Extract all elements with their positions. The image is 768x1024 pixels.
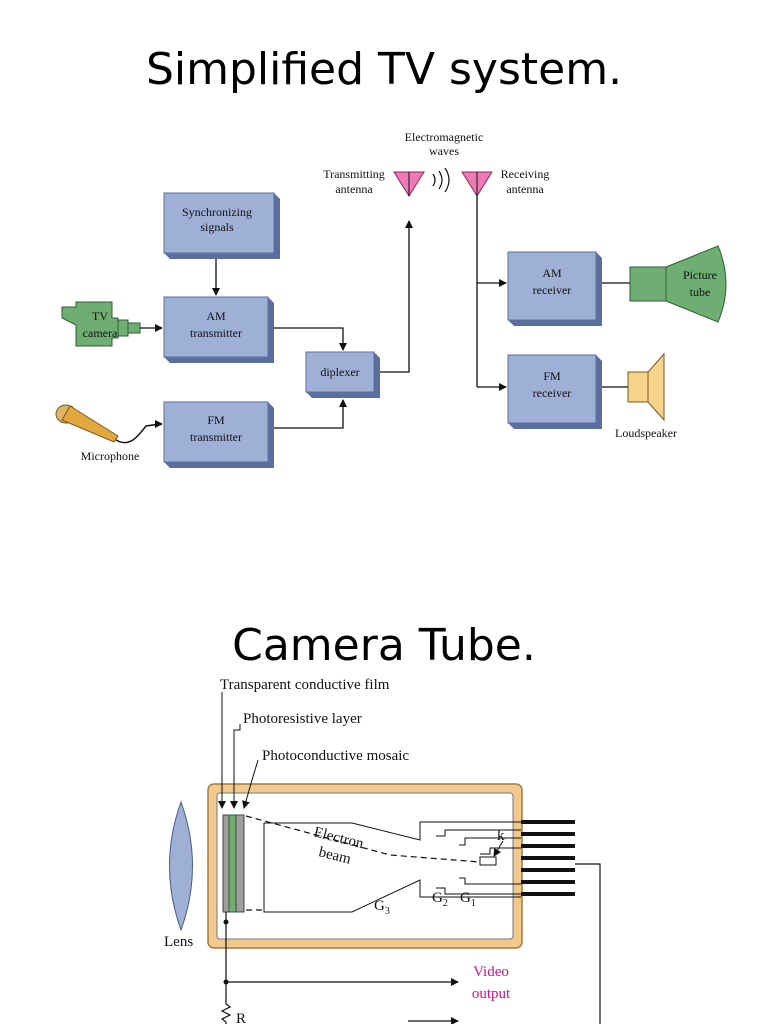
am-tx-label-1: AM	[206, 309, 226, 323]
fm-transmitter-block: FM transmitter	[163, 401, 274, 468]
waves-icon	[432, 167, 450, 193]
lens-label: Lens	[164, 934, 193, 950]
picture-tube-label-1: Picture	[683, 268, 717, 282]
resistor-label: R	[236, 1011, 246, 1024]
loudspeaker-label: Loudspeaker	[615, 426, 677, 440]
diplexer-block: diplexer	[305, 351, 380, 398]
receiving-antenna-icon	[461, 171, 493, 197]
section-title: Camera Tube.	[232, 620, 536, 671]
label-leaders	[218, 692, 504, 857]
camera-tube-frame	[207, 783, 523, 949]
transmitting-antenna-icon	[393, 171, 425, 197]
em-waves-label-2: waves	[429, 144, 459, 158]
g2-label: G2	[432, 890, 448, 909]
fm-tx-label-2: transmitter	[190, 430, 242, 444]
tube-pins	[521, 820, 575, 896]
tv-connections	[140, 196, 630, 429]
electron-gun	[263, 821, 521, 913]
sync-label-2: signals	[200, 220, 234, 234]
page-title: Simplified TV system.	[145, 44, 623, 95]
target-terminal-dot	[223, 919, 229, 925]
am-transmitter-block: AM transmitter	[163, 296, 274, 363]
g1-label: G1	[460, 890, 476, 909]
fm-rx-label-2: receiver	[533, 386, 572, 400]
sync-signals-block: Synchronizing signals	[163, 192, 280, 259]
loudspeaker-icon: Loudspeaker	[615, 352, 677, 440]
photoconductive-label: Photoconductive mosaic	[262, 748, 409, 764]
rx-antenna-label-1: Receiving	[501, 167, 550, 181]
microphone-label: Microphone	[81, 449, 140, 463]
picture-tube-label-2: tube	[690, 285, 711, 299]
junction-dot	[223, 979, 229, 985]
am-receiver-block: AM receiver	[507, 251, 602, 326]
am-rx-label-2: receiver	[533, 283, 572, 297]
tv-camera-label-1: TV	[92, 309, 108, 323]
em-waves-label-1: Electromagnetic	[405, 130, 484, 144]
lens-icon	[169, 800, 193, 932]
external-circuit	[220, 863, 601, 1024]
microphone-icon: Microphone	[55, 404, 161, 463]
g3-label: G3	[374, 898, 390, 917]
am-tx-label-2: transmitter	[190, 326, 242, 340]
rx-antenna-label-2: antenna	[506, 182, 544, 196]
electron-beam	[245, 815, 481, 911]
fm-tx-label-1: FM	[207, 413, 225, 427]
tv-camera-label-2: camera	[83, 326, 118, 340]
transparent-film-label: Transparent conductive film	[220, 677, 390, 693]
am-rx-label-1: AM	[542, 266, 562, 280]
fm-rx-label-1: FM	[543, 369, 561, 383]
picture-tube-icon: Picture tube	[629, 245, 727, 323]
video-output-label-1: Video	[473, 964, 509, 980]
tv-camera-icon: TV camera	[61, 301, 141, 347]
fm-receiver-block: FM receiver	[507, 354, 602, 429]
video-output-label-2: output	[472, 986, 511, 1002]
sync-label-1: Synchronizing	[182, 205, 252, 219]
target-layers	[222, 814, 245, 913]
tx-antenna-label-1: Transmitting	[323, 167, 385, 181]
tx-antenna-label-2: antenna	[335, 182, 373, 196]
photoresistive-label: Photoresistive layer	[243, 711, 362, 727]
diplexer-label: diplexer	[320, 365, 359, 379]
k-label: k	[497, 828, 505, 844]
beam-label: beam	[317, 844, 353, 867]
